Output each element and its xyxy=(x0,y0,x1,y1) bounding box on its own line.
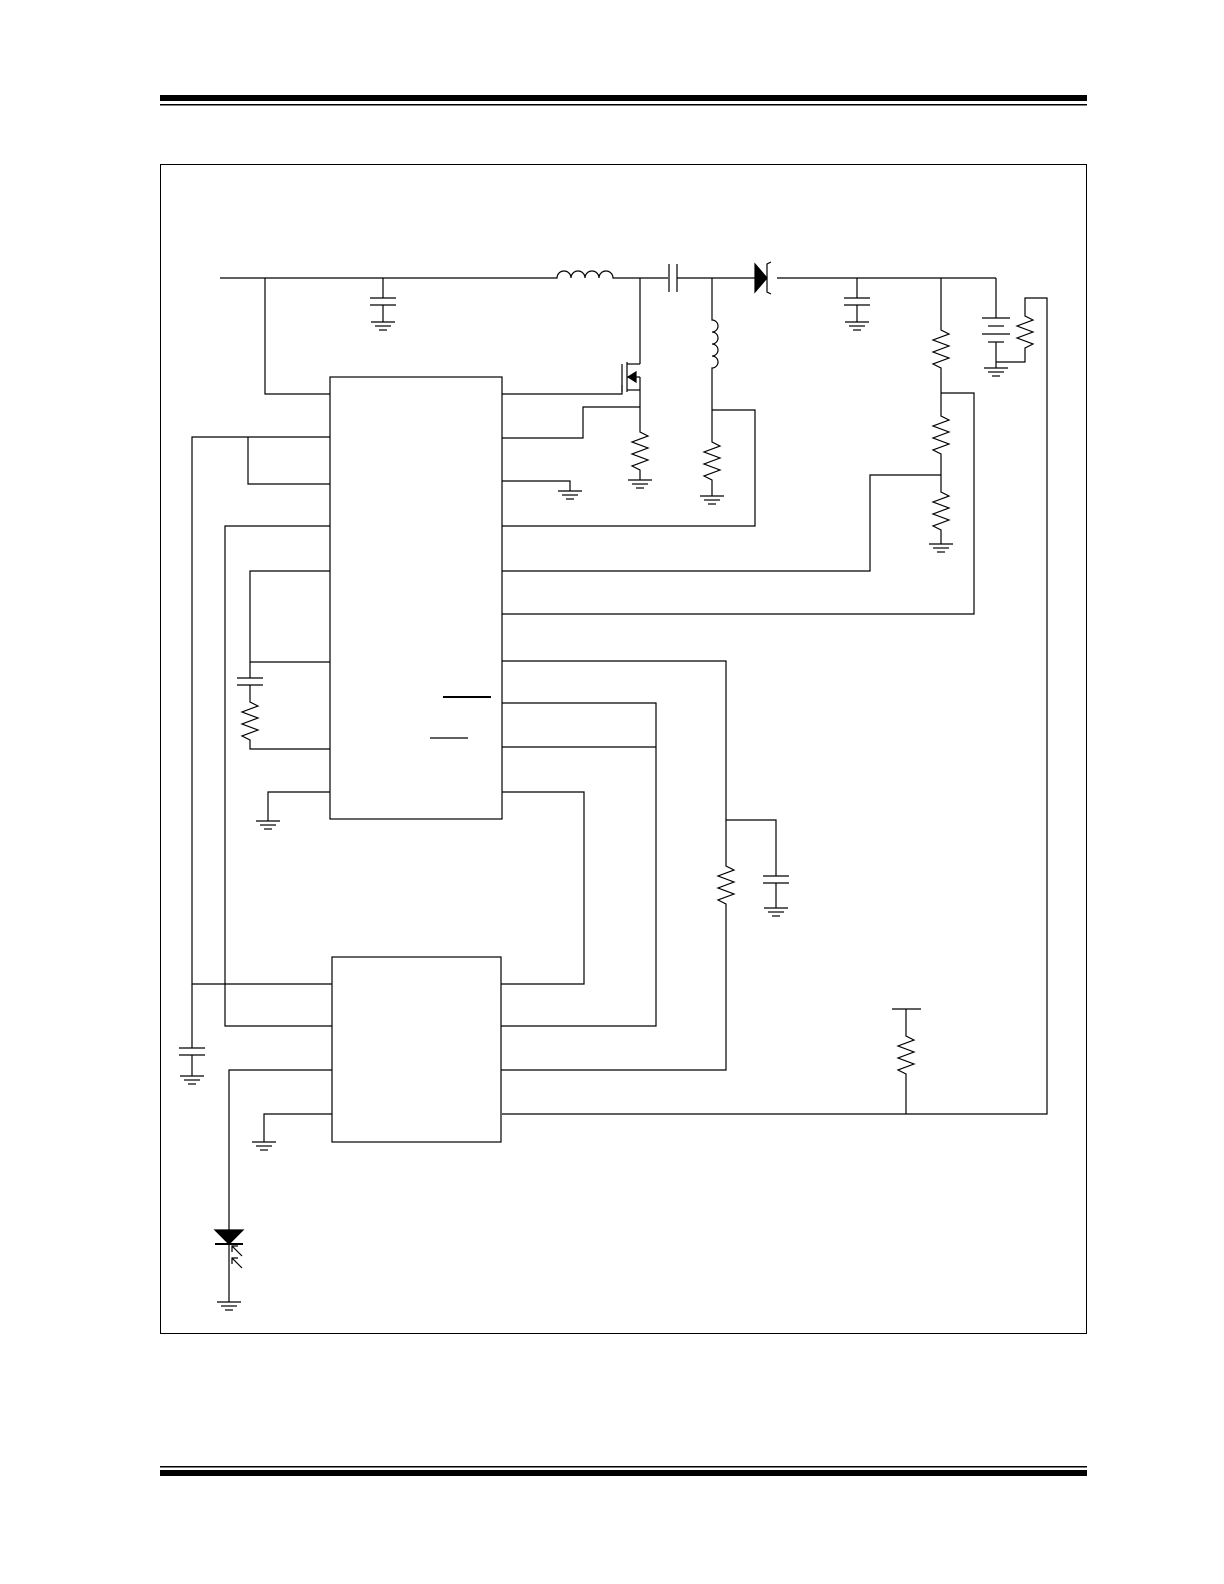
ground-icon xyxy=(370,315,396,331)
output-capacitor xyxy=(844,278,870,316)
left-wire-2 xyxy=(247,437,330,485)
photodiode xyxy=(213,1229,245,1296)
ground-icon xyxy=(255,814,281,830)
divider-resistor-mid xyxy=(931,410,951,488)
coupling-capacitor xyxy=(668,264,678,292)
thermistor xyxy=(502,297,1048,1115)
rc-capacitor xyxy=(763,875,789,902)
divider-resistor-bottom xyxy=(931,488,951,538)
inductor-l1 xyxy=(545,270,615,279)
ic-ground-wire xyxy=(502,480,571,485)
divider-resistor-top xyxy=(931,278,951,410)
feedback-wire-1 xyxy=(502,474,941,572)
vin-wire xyxy=(264,278,330,395)
pullup-resistor xyxy=(892,1008,921,1114)
ground-icon xyxy=(557,484,583,500)
input-capacitor xyxy=(370,278,396,316)
figure-frame xyxy=(160,164,1087,1334)
rc-resistor xyxy=(501,820,736,1071)
left-wire-3 xyxy=(224,525,332,1027)
ground-icon xyxy=(763,901,789,917)
secondary-ic xyxy=(331,956,502,1143)
comp-capacitor xyxy=(237,662,263,700)
ground-icon xyxy=(627,473,653,489)
right-wire-2 xyxy=(501,702,657,1027)
controller-ic xyxy=(329,376,503,820)
ground-icon xyxy=(983,361,1009,377)
ground-icon xyxy=(699,489,725,505)
top-rail-wire xyxy=(220,277,997,318)
zener-diode xyxy=(754,261,772,295)
header-rule xyxy=(160,95,1087,106)
left-wire-1 xyxy=(191,436,332,985)
ground-icon xyxy=(928,537,954,553)
ground-icon xyxy=(179,1069,205,1085)
ic-ground-wire-2 xyxy=(267,791,330,815)
ground-icon xyxy=(216,1295,242,1311)
rc-wire xyxy=(502,660,777,876)
mosfet xyxy=(502,362,641,430)
inductor-l2 xyxy=(711,278,719,380)
secondary-ic-ground-wire xyxy=(263,1113,332,1136)
l2-resistor xyxy=(702,440,722,490)
ground-icon xyxy=(251,1135,277,1151)
sense-resistor xyxy=(630,430,650,474)
comp-resistor xyxy=(240,700,330,750)
ground-icon xyxy=(844,315,870,331)
left-capacitor xyxy=(179,984,205,1070)
comp-wire-1 xyxy=(249,570,330,663)
feedback-wire-2 xyxy=(502,392,975,615)
l2-feedback-wire xyxy=(502,409,756,527)
right-wire-1 xyxy=(501,791,585,985)
photodiode-wire xyxy=(228,1069,332,1230)
sense-wire xyxy=(502,406,640,439)
footer-rule xyxy=(160,1466,1087,1476)
battery xyxy=(982,317,1010,362)
